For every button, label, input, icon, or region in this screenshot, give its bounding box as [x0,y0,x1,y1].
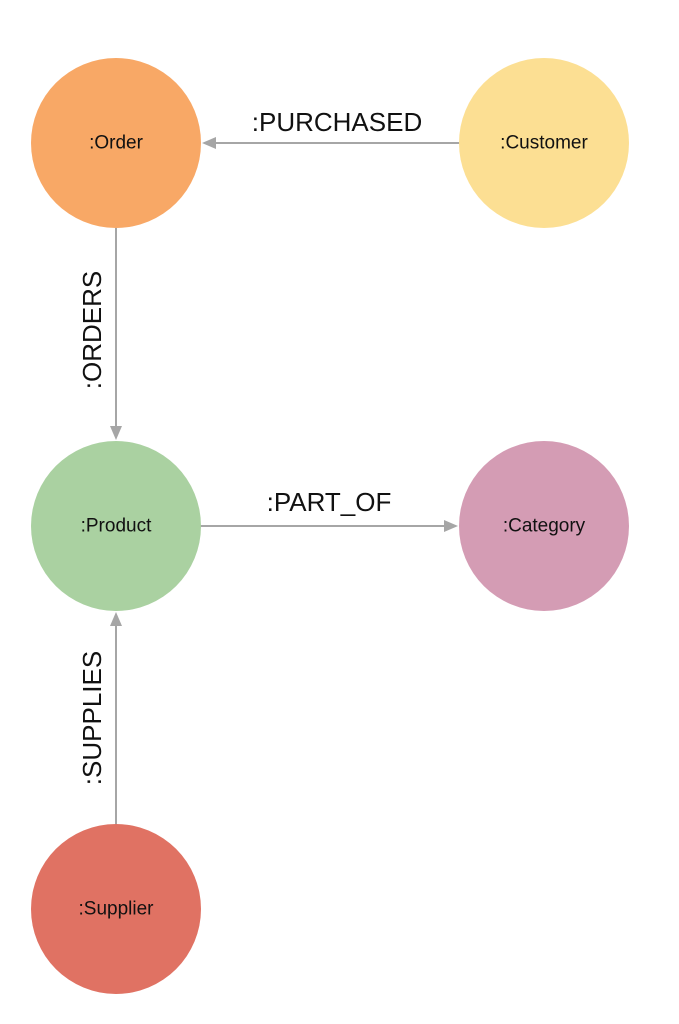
edge-supplies: :SUPPLIES [77,612,122,825]
node-category-label: :Category [503,516,586,537]
edge-orders-arrowhead [110,426,122,440]
node-product[interactable]: :Product [31,441,201,611]
edge-part-of-arrowhead [444,520,458,532]
edge-part-of-label: :PART_OF [267,487,392,517]
node-order-circle[interactable] [31,58,201,228]
node-customer[interactable]: :Customer [459,58,629,228]
node-supplier-label: :Supplier [79,899,155,920]
node-product-circle[interactable] [31,441,201,611]
edge-orders-label: :ORDERS [77,271,107,389]
node-category[interactable]: :Category [459,441,629,611]
edge-supplies-label: :SUPPLIES [77,651,107,785]
edge-part-of: :PART_OF [200,487,458,532]
edge-purchased: :PURCHASED [202,107,460,149]
edge-purchased-label: :PURCHASED [252,107,422,137]
edge-purchased-arrowhead [202,137,216,149]
node-order[interactable]: :Order [31,58,201,228]
node-supplier[interactable]: :Supplier [31,824,201,994]
node-customer-label: :Customer [500,133,588,154]
node-customer-circle[interactable] [459,58,629,228]
edge-orders: :ORDERS [77,228,122,440]
node-product-label: :Product [81,516,152,537]
node-supplier-circle[interactable] [31,824,201,994]
node-category-circle[interactable] [459,441,629,611]
edge-supplies-arrowhead [110,612,122,626]
node-order-label: :Order [89,133,144,154]
